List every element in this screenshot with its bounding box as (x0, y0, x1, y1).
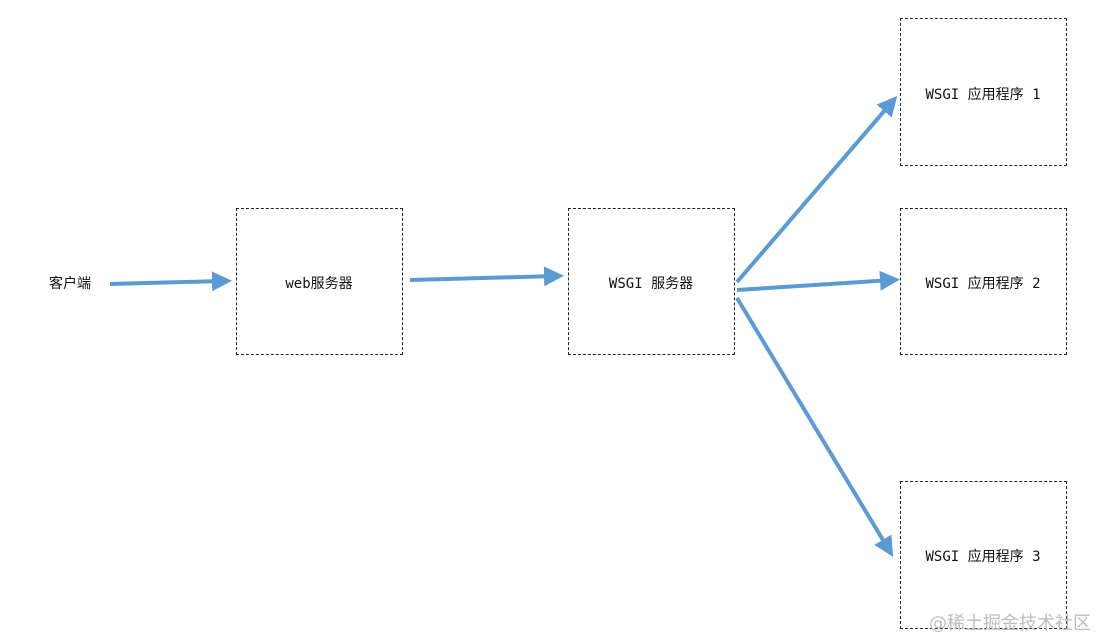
wsgi-app3-label: WSGI 应用程序 3 (925, 549, 1041, 565)
watermark: @稀土掘金技术社区 (929, 613, 1091, 634)
arrow-web-to-wsgi (409, 266, 564, 287)
wsgi-server-label: WSGI 服务器 (608, 276, 694, 292)
arrow-wsgi-to-app2 (736, 270, 900, 292)
wsgi-server-box (568, 208, 735, 355)
wsgi-app2-box (900, 208, 1067, 355)
arrow-wsgi-to-app3 (735, 296, 894, 557)
arrow-client-to-web (109, 271, 232, 292)
web-server-label: web服务器 (285, 276, 353, 292)
arrow-wsgi-to-app1 (735, 95, 898, 284)
web-server-box (236, 208, 403, 355)
client-label: 客户端 (49, 276, 91, 292)
wsgi-app1-label: WSGI 应用程序 1 (925, 87, 1041, 103)
wsgi-app2-label: WSGI 应用程序 2 (925, 276, 1041, 292)
wsgi-app1-box (900, 18, 1067, 166)
wsgi-app3-box (900, 481, 1067, 629)
